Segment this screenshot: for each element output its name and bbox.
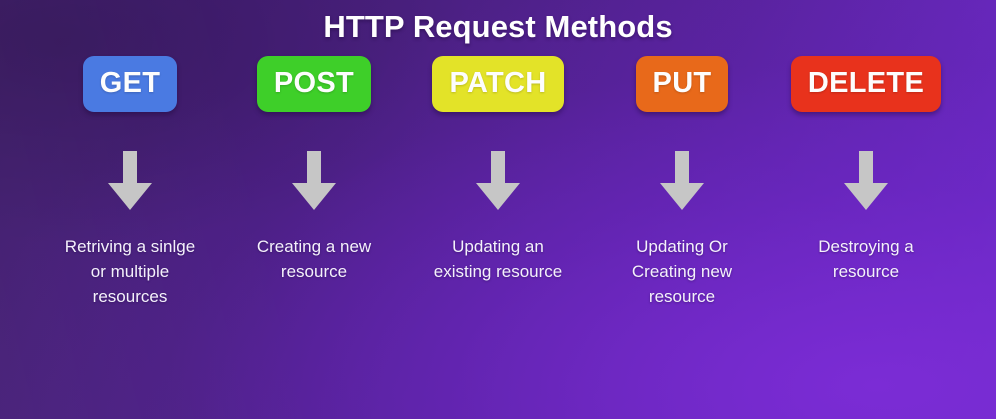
page-title: HTTP Request Methods: [323, 9, 673, 44]
arrow-wrap-put: [658, 150, 706, 216]
method-badge-patch[interactable]: PATCH: [432, 56, 564, 112]
method-badge-delete[interactable]: DELETE: [790, 56, 942, 112]
arrow-wrap-post: [290, 150, 338, 216]
down-arrow-icon: [476, 151, 520, 210]
method-badge-get[interactable]: GET: [82, 56, 178, 112]
arrow-wrap-get: [106, 150, 154, 216]
arrow-wrap-patch: [474, 150, 522, 216]
method-column-get: GET Retriving a sinlge or multiple resou…: [38, 56, 222, 309]
down-arrow-icon: [844, 151, 888, 210]
method-description-get: Retriving a sinlge or multiple resources: [64, 237, 196, 306]
method-column-delete: DELETE Destroying a resource: [774, 56, 958, 284]
method-description-patch: Updating an existing resource: [433, 237, 563, 281]
down-arrow-icon: [108, 151, 152, 210]
method-description-delete: Destroying a resource: [818, 237, 914, 281]
down-arrow-icon: [660, 151, 704, 210]
method-column-put: PUT Updating Or Creating new resource: [590, 56, 774, 309]
down-arrow-icon: [292, 151, 336, 210]
method-description-put: Updating Or Creating new resource: [631, 237, 733, 306]
method-column-post: POST Creating a new resource: [222, 56, 406, 284]
arrow-wrap-delete: [842, 150, 890, 216]
method-badge-post[interactable]: POST: [256, 56, 372, 112]
method-description-post: Creating a new resource: [256, 237, 372, 281]
methods-row: GET Retriving a sinlge or multiple resou…: [0, 56, 996, 309]
method-badge-put[interactable]: PUT: [635, 56, 729, 112]
method-column-patch: PATCH Updating an existing resource: [406, 56, 590, 284]
